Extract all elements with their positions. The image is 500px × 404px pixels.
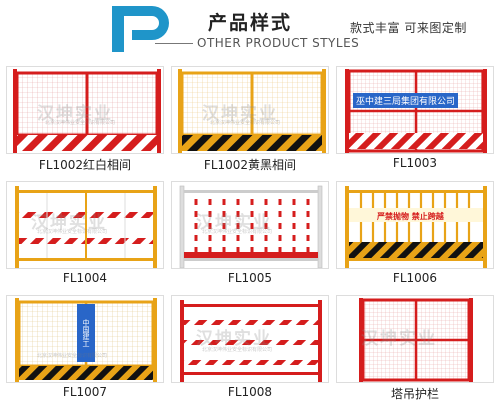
product-card-fl1004[interactable]: 汉坤实业 北京汉坤伟业安全标识有限公司 FL1004 xyxy=(6,181,164,295)
page-title: 产品样式 xyxy=(208,12,293,34)
slogan: 款式丰富 可来图定制 xyxy=(350,21,467,35)
product-label: FL1002黄黑相间 xyxy=(203,158,297,172)
title-divider xyxy=(155,43,193,44)
header: 产品样式 OTHER PRODUCT STYLES 款式丰富 可来图定制 xyxy=(0,0,500,58)
watermark-sub: 北京汉坤伟业安全标识有限公司 xyxy=(202,347,273,353)
product-card-fl1002-yellow[interactable]: 汉坤实业 北京汉坤伟业安全标识有限公司 FL1002黄黑相间 xyxy=(171,66,329,180)
product-label: FL1002红白相间 xyxy=(38,158,132,172)
watermark: 汉坤实业 xyxy=(196,213,272,233)
product-image: 汉坤实业 北京汉坤伟业安全标识有限公司 xyxy=(171,66,329,154)
product-card-fl1005[interactable]: 汉坤实业 北京汉坤伟业安全标识有限公司 FL1005 xyxy=(171,181,329,295)
product-card-fl1003[interactable]: 巫中建三局集团有限公司 FL1003 xyxy=(336,66,494,180)
product-banner: 严禁抛物 禁止跨越 xyxy=(377,212,444,221)
watermark-sub: 北京汉坤伟业安全标识有限公司 xyxy=(37,229,108,235)
product-banner: 中国建工 xyxy=(82,319,90,347)
product-banner: 巫中建三局集团有限公司 xyxy=(353,93,459,108)
product-label: FL1004 xyxy=(62,271,108,285)
product-image: 汉坤实业 xyxy=(336,295,494,383)
product-label: FL1003 xyxy=(392,156,438,170)
product-card-tower-crane-guardrail[interactable]: 汉坤实业 塔吊护栏 xyxy=(336,295,494,404)
product-image: 汉坤实业 北京汉坤伟业安全标识有限公司 xyxy=(171,181,329,269)
watermark: 汉坤实业 xyxy=(37,104,113,124)
product-image: 严禁抛物 禁止跨越 xyxy=(336,181,494,269)
product-label: FL1007 xyxy=(62,385,108,399)
product-image: 汉坤实业 北京汉坤伟业安全标识有限公司 xyxy=(171,295,329,383)
watermark-sub: 北京汉坤伟业安全标识有限公司 xyxy=(202,229,273,235)
product-label: FL1005 xyxy=(227,271,273,285)
watermark: 汉坤实业 xyxy=(31,213,107,233)
product-label: FL1006 xyxy=(392,271,438,285)
watermark: 汉坤实业 xyxy=(202,104,278,124)
product-label: 塔吊护栏 xyxy=(390,387,439,401)
product-card-fl1008[interactable]: 汉坤实业 北京汉坤伟业安全标识有限公司 FL1008 xyxy=(171,295,329,404)
watermark-sub: 北京汉坤伟业安全标识有限公司 xyxy=(45,120,116,126)
watermark-sub: 北京汉坤伟业安全标识有限公司 xyxy=(210,120,281,126)
watermark: 汉坤实业 xyxy=(196,329,272,349)
product-label: FL1008 xyxy=(227,385,273,399)
page-subtitle: OTHER PRODUCT STYLES xyxy=(197,36,360,50)
product-card-fl1002-red[interactable]: 汉坤实业 北京汉坤伟业安全标识有限公司 FL1002红白相间 xyxy=(6,66,164,180)
product-card-fl1006[interactable]: 严禁抛物 禁止跨越 FL1006 xyxy=(336,181,494,295)
logo-p-icon xyxy=(112,6,169,52)
product-image: 汉坤实业 北京汉坤伟业安全标识有限公司 xyxy=(6,181,164,269)
product-image: 中国建工 北京汉坤伟业安全标识有限公司 xyxy=(6,295,164,383)
watermark-sub: 北京汉坤伟业安全标识有限公司 xyxy=(37,353,108,359)
watermark: 汉坤实业 xyxy=(361,329,437,349)
product-card-fl1007[interactable]: 中国建工 北京汉坤伟业安全标识有限公司 FL1007 xyxy=(6,295,164,404)
product-image: 汉坤实业 北京汉坤伟业安全标识有限公司 xyxy=(6,66,164,154)
product-image: 巫中建三局集团有限公司 xyxy=(336,66,494,154)
